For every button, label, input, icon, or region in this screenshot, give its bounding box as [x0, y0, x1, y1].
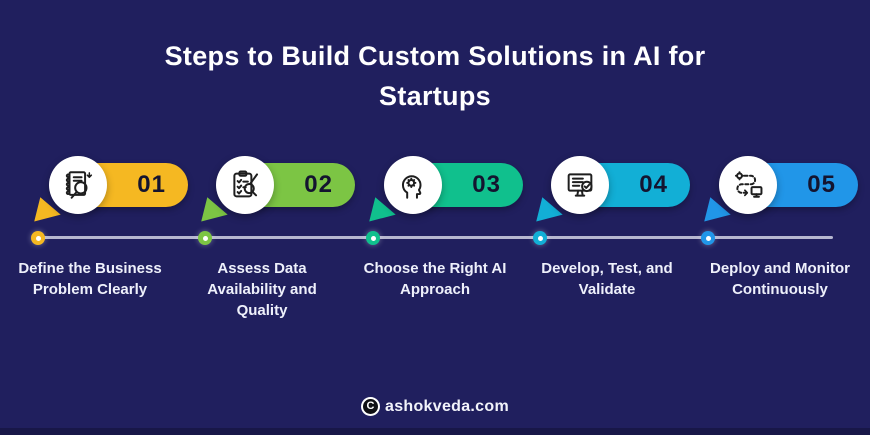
step-3-label: Choose the Right AI Approach: [363, 260, 507, 298]
dot-core: [202, 235, 208, 241]
step-4-timeline-dot: [533, 231, 547, 245]
dot-core: [35, 235, 41, 241]
page-title-line1: Steps to Build Custom Solutions in AI fo…: [164, 41, 706, 71]
timeline-line: [38, 236, 833, 239]
step-2-number: 02: [304, 171, 333, 198]
step-3-timeline-dot: [366, 231, 380, 245]
step-4-pointer: [536, 197, 563, 222]
step-5-icon-circle: [719, 156, 777, 214]
step-4-label: Develop, Test, and Validate: [541, 260, 673, 298]
copyright-letter: C: [363, 399, 379, 414]
step-5-number: 05: [807, 171, 836, 198]
step-5-label: Deploy and Monitor Continuously: [710, 260, 850, 298]
step-5-timeline-dot: [701, 231, 715, 245]
monitor-validate-icon: [567, 173, 593, 197]
dot-core: [537, 235, 543, 241]
step-4-number: 04: [639, 171, 668, 198]
step-3-pointer: [369, 197, 396, 222]
step-4-icon-circle: [551, 156, 609, 214]
step-3-number: 03: [472, 171, 501, 198]
page-title: Steps to Build Custom Solutions in AI fo…: [0, 36, 870, 116]
step-1-timeline-dot: [31, 231, 45, 245]
dot-core: [705, 235, 711, 241]
document-search-icon: [65, 171, 93, 199]
step-1-label: Define the Business Problem Clearly: [18, 260, 162, 298]
step-1-icon-circle: [49, 156, 107, 214]
ai-head-gear-icon: [401, 175, 422, 199]
step-1-number: 01: [137, 171, 166, 198]
step-2-timeline-dot: [198, 231, 212, 245]
step-2-label: Assess Data Availability and Quality: [207, 260, 317, 319]
step-2-icon-circle: [216, 156, 274, 214]
website-url: ashokveda.com: [385, 397, 509, 415]
dot-core: [370, 235, 376, 241]
bottom-strip: [0, 428, 870, 435]
copyright-logo-icon: C: [361, 397, 381, 416]
footer-branding: C ashokveda.com: [0, 397, 870, 416]
step-5-pointer: [704, 197, 731, 222]
step-1-pointer: [34, 197, 61, 222]
deploy-flow-icon: [734, 171, 763, 198]
page-title-line2: Startups: [379, 81, 491, 111]
step-3-icon-circle: [384, 156, 442, 214]
clipboard-audit-icon: [233, 170, 259, 198]
step-2-pointer: [201, 197, 228, 222]
